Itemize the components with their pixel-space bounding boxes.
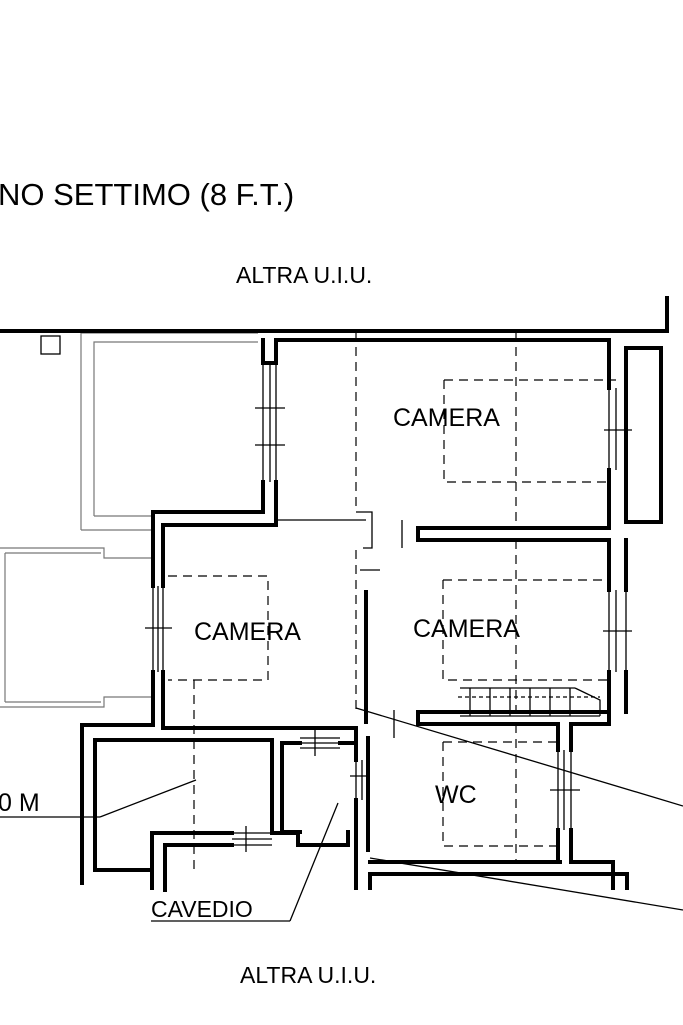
terrace-top-left (80, 332, 258, 531)
dashed-projections (168, 332, 616, 870)
section-line-upper (355, 707, 683, 807)
windows (145, 363, 632, 852)
height-note: 0 M (0, 789, 40, 817)
cavedio-leader-line (289, 802, 339, 922)
neighbor-unit-bottom-label: ALTRA U.I.U. (240, 962, 376, 988)
walls (0, 296, 669, 892)
balcony-left (0, 547, 152, 708)
floor-title: NO SETTIMO (8 F.T.) (0, 177, 294, 212)
door-marks (360, 520, 403, 738)
room-label-camera-left: CAMERA (194, 618, 301, 646)
height-leader-line (99, 779, 197, 818)
room-label-camera-middle-right: CAMERA (413, 615, 520, 643)
neighbor-unit-top-label: ALTRA U.I.U. (236, 262, 372, 288)
room-label-camera-top-right: CAMERA (393, 404, 500, 432)
room-label-wc: WC (435, 781, 477, 809)
section-line-lower (369, 857, 683, 911)
cavedio-label: CAVEDIO (151, 896, 253, 922)
stair-symbol (458, 687, 601, 717)
small-square-symbol (40, 335, 61, 355)
